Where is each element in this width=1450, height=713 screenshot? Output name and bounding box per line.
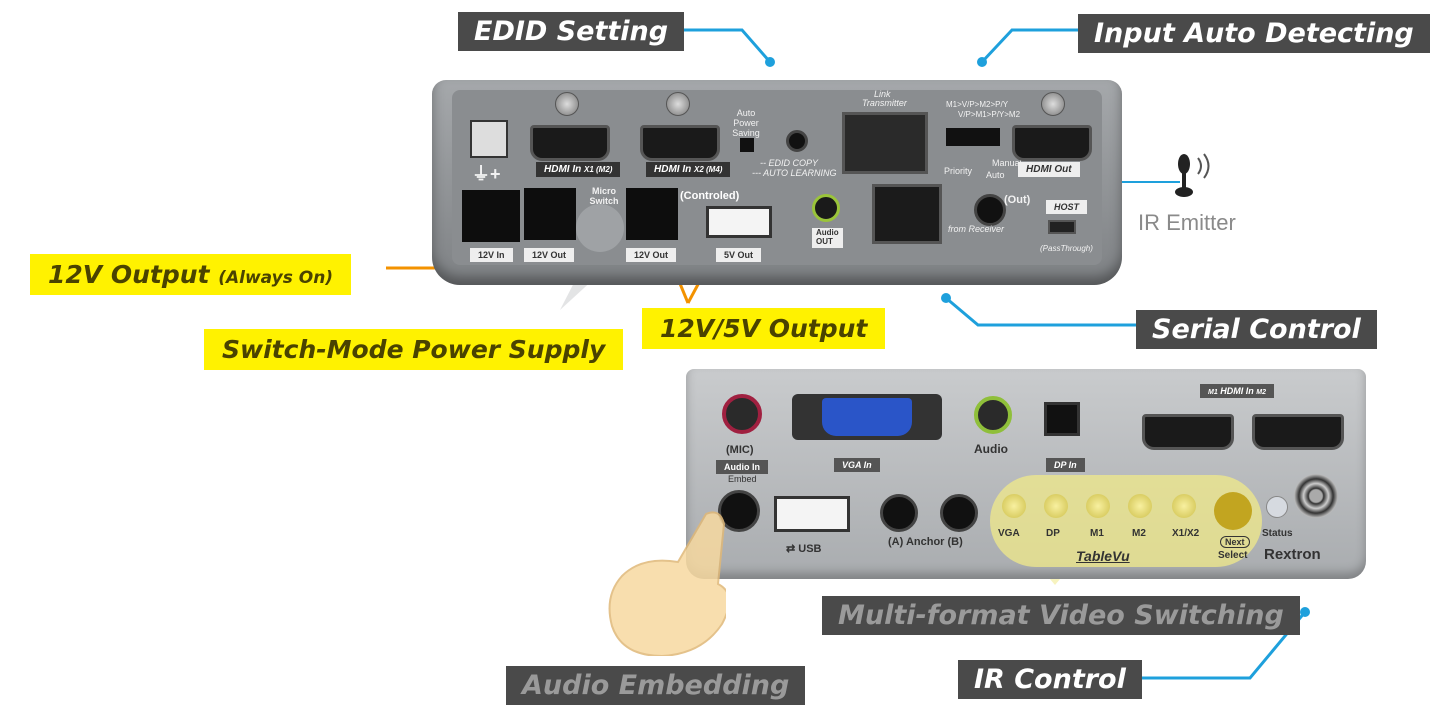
status-label: Status (1262, 528, 1293, 539)
input-auto-detecting-callout: Input Auto Detecting (1078, 14, 1430, 53)
v12-in-label: 12V In (470, 248, 513, 262)
brand-label: Rextron (1264, 546, 1321, 563)
serial-connector (945, 296, 1138, 327)
auto-label: Auto (986, 170, 1005, 180)
v12-out-1-label: 12V Out (524, 248, 575, 262)
link-label: Link (874, 89, 891, 99)
sel-m2-label: M2 (1132, 528, 1146, 539)
pass-through-label: (PassThrough) (1040, 244, 1093, 253)
edid-copy-label: -- EDID COPY (760, 158, 819, 168)
hdmi-in-label: M1 HDMI In M2 (1200, 384, 1274, 398)
ir-emitter-icon (1174, 152, 1210, 198)
auto-power-saving-label: Auto Power Saving (732, 108, 760, 138)
hdmi-out-port (1012, 125, 1092, 161)
audio-in-label: Audio In (716, 460, 768, 474)
rj45-serial-port (872, 184, 942, 244)
power-sign: + (490, 164, 501, 184)
out-label: (Out) (1004, 194, 1031, 206)
vga-in-port (822, 398, 912, 436)
led-x1x2 (1172, 494, 1196, 518)
controled-label: (Controled) (680, 190, 740, 202)
ground-terminal (470, 120, 508, 158)
serial-control-callout: Serial Control (1136, 310, 1377, 349)
led-m2 (1128, 494, 1152, 518)
micro-switch-highlight (576, 204, 624, 252)
sel-m1-label: M1 (1090, 528, 1104, 539)
priority-dip-switch (946, 128, 1000, 146)
from-receiver-label: from Receiver (948, 224, 1005, 234)
audio-embed-button (718, 490, 760, 532)
dp-in-label: DP In (1046, 458, 1085, 472)
power-saving-switch (740, 138, 754, 152)
ir-control-callout: IR Control (958, 660, 1142, 699)
v12-output-callout: 12V Output (Always On) (30, 254, 352, 295)
hdmi-out-label: HDMI Out (1018, 162, 1080, 177)
screw-icon (666, 92, 690, 116)
priority-label: Priority (944, 166, 973, 176)
v12-out-2-label: 12V Out (626, 248, 677, 262)
hand-pointer-icon (606, 506, 730, 658)
usb-a-port (774, 496, 850, 532)
mic-label: (MIC) (726, 444, 754, 456)
edid-button (786, 130, 808, 152)
hdmi-in-1-label: HDMI In X1 (M2) (536, 162, 621, 177)
mic-jack (722, 394, 762, 434)
sel-vga-label: VGA (998, 528, 1020, 539)
ir-emitter-label: IR Emitter (1138, 210, 1236, 235)
audio-label: Audio (974, 442, 1008, 456)
priority-line-2: V/P>M1>P/Y>M2 (958, 110, 1021, 119)
ir-out-jack (974, 194, 1006, 226)
screw-icon (555, 92, 579, 116)
led-m1 (1086, 494, 1110, 518)
next-label: Next (1220, 536, 1250, 548)
led-vga (1002, 494, 1026, 518)
status-led (1266, 496, 1288, 518)
hdmi-in-m2-port (1252, 414, 1344, 450)
anchor-a-button (880, 494, 918, 532)
sel-dp-label: DP (1046, 528, 1060, 539)
sel-x1x2-label: X1/X2 (1172, 528, 1200, 539)
audio-embedding-callout: Audio Embedding (506, 666, 806, 705)
hdmi-in-2-port (640, 125, 720, 161)
usb-icon: ⇄ USB (786, 543, 822, 555)
next-select-button (1214, 492, 1252, 530)
manual-label: Manual (992, 158, 1022, 168)
embed-label: Embed (728, 474, 757, 484)
host-label: HOST (1046, 200, 1088, 214)
ir-receiver-icon (1294, 474, 1338, 518)
audio-out-jack (812, 194, 840, 222)
input-auto-connector (980, 28, 1082, 64)
hdmi-in-1-port (530, 125, 610, 161)
dp-in-port (1044, 402, 1080, 436)
anchor-label: (A) Anchor (B) (888, 536, 963, 548)
edid-connector (678, 28, 772, 63)
vga-in-label: VGA In (834, 458, 880, 472)
v12-5v-output-callout: 12V/5V Output (642, 308, 886, 349)
dc-12v-out-1-port (524, 188, 576, 240)
multi-format-video-switching-callout: Multi-format Video Switching (822, 596, 1300, 635)
edid-setting-callout: EDID Setting (458, 12, 685, 51)
screw-icon (1041, 92, 1065, 116)
select-label: Select (1218, 550, 1248, 561)
hdmi-in-m1-port (1142, 414, 1234, 450)
dc-12v-in-port (462, 190, 520, 242)
led-dp (1044, 494, 1068, 518)
switch-mode-power-supply-callout: Switch-Mode Power Supply (204, 329, 624, 370)
usb-5v-out-port (706, 206, 772, 238)
ground-symbol-icon: ⏚+ (472, 164, 501, 184)
mini-usb-port (1048, 220, 1076, 234)
micro-switch-label: Micro Switch (589, 186, 619, 206)
priority-line-1: M1>V/P>M2>P/Y (946, 100, 1009, 109)
auto-learning-label: --- AUTO LEARNING (752, 168, 837, 178)
dc-12v-out-2-port (626, 188, 678, 240)
product-logo: TableVu (1076, 548, 1130, 564)
transmitter-label: Transmitter (862, 98, 907, 108)
rj45-transmitter-port (842, 112, 928, 174)
v5-out-label: 5V Out (716, 248, 762, 262)
audio-jack (974, 396, 1012, 434)
hdmi-in-2-label: HDMI In X2 (M4) (646, 162, 731, 177)
anchor-b-button (940, 494, 978, 532)
